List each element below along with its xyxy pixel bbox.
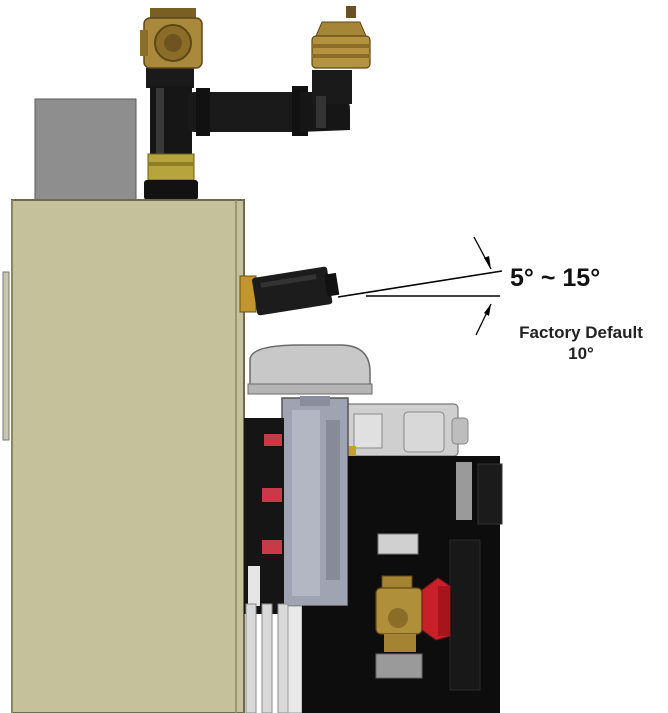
pipe-fitting-brass-nut xyxy=(144,153,198,200)
vertical-pipe xyxy=(146,68,194,156)
top-gray-box xyxy=(34,98,137,201)
brass-valve-red-handle xyxy=(375,575,451,679)
blower-assembly xyxy=(281,396,349,607)
angle-range-label: 5° ~ 15° xyxy=(510,264,601,292)
gas-valve-gray xyxy=(339,403,469,458)
horizontal-pipe xyxy=(188,70,352,136)
factory-default-value: 10° xyxy=(568,344,594,363)
brass-air-vent xyxy=(311,6,371,69)
factory-default-caption: Factory Default xyxy=(519,323,643,342)
factory-default-label: Factory Default 10° xyxy=(490,322,668,364)
control-board xyxy=(244,418,284,614)
burner-dome xyxy=(247,344,373,395)
brass-valve-left xyxy=(140,8,203,69)
gray-tubes xyxy=(245,603,303,713)
boiler-cabinet xyxy=(2,199,245,713)
angle-indicator-lines xyxy=(337,236,503,336)
angled-sensor xyxy=(239,266,340,316)
